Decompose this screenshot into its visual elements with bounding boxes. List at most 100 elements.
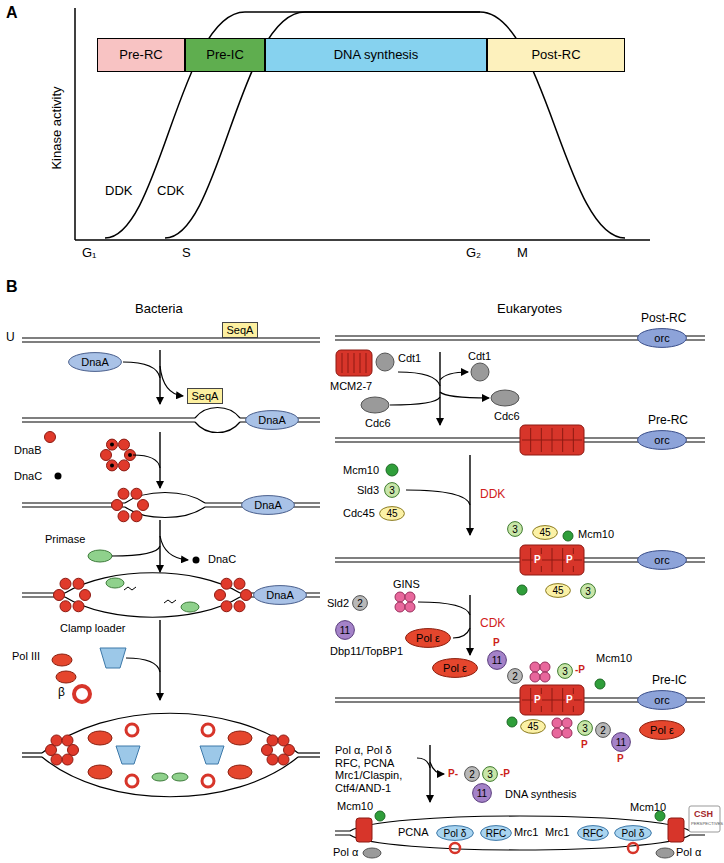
node-label: orc — [654, 694, 669, 706]
protein-oval: 11 — [487, 650, 507, 670]
text-label: Mcm10 — [630, 801, 666, 814]
protein-oval: Pol δ — [614, 825, 652, 841]
primase-icon — [152, 773, 168, 781]
gins-subunit — [562, 728, 572, 738]
mcm-stripe — [354, 353, 355, 373]
helicase-subunit — [131, 511, 142, 522]
helicase-subunit — [101, 450, 112, 461]
pcna-icon — [450, 843, 460, 853]
node-label: 45 — [552, 585, 563, 596]
protein-oval: orc — [637, 430, 687, 450]
node-shape — [558, 664, 573, 679]
protein-oval: 2 — [464, 766, 480, 782]
join-curve — [112, 546, 160, 556]
node-label: 2 — [512, 671, 518, 682]
mcm-helicase — [336, 350, 372, 376]
gins-subunit — [395, 602, 405, 612]
text-label: P- — [448, 768, 458, 780]
node-shape — [483, 767, 498, 782]
node-shape — [473, 784, 492, 803]
replication-bubble — [42, 713, 298, 753]
node-shape — [533, 525, 558, 539]
primase-icon — [106, 578, 124, 588]
protein-oval: 3 — [580, 583, 596, 599]
mcm-stripe — [360, 353, 361, 373]
protein-oval: 11 — [611, 732, 631, 752]
text-label: DDK — [480, 488, 505, 502]
logo-box — [689, 806, 720, 832]
cdc6-icon — [361, 397, 389, 413]
primase-icon — [172, 773, 188, 781]
text-label: G₁ — [82, 246, 97, 261]
dna-strand — [298, 756, 320, 757]
text-label: Mcm10 — [596, 652, 632, 665]
helicase-subunit — [215, 590, 226, 601]
reaction-arrow — [469, 595, 470, 655]
helicase-subunit — [73, 601, 84, 612]
primase-icon — [181, 602, 199, 612]
gins-subunit — [540, 662, 550, 672]
helicase-subunit — [80, 590, 91, 601]
replication-bubble — [65, 573, 240, 593]
helicase-subunit — [118, 488, 129, 499]
dna-strand — [22, 337, 320, 338]
dna-strand — [22, 341, 320, 342]
text-label: CDK — [157, 184, 184, 199]
helicase-subunit — [267, 735, 278, 746]
helicase-subunit — [107, 460, 118, 471]
reaction-arrow — [439, 352, 440, 425]
node-shape — [481, 826, 512, 841]
primase-icon — [88, 550, 112, 562]
text-label: Mcm10 — [578, 528, 614, 541]
text-label: PCNA — [398, 826, 429, 839]
helicase-subunit — [221, 578, 232, 589]
text-label: U — [6, 331, 15, 345]
text-label: DnaC — [14, 470, 42, 483]
text-label: DnaB — [14, 444, 42, 457]
text-label: P — [533, 554, 542, 566]
process-box: SeqA — [187, 388, 223, 404]
mcm-helicase — [356, 818, 372, 842]
mcm-helicase — [668, 818, 684, 842]
protein-oval: 45 — [532, 525, 558, 540]
node-shape — [465, 767, 480, 782]
beta-clamp-icon — [202, 775, 214, 787]
node-shape — [640, 721, 685, 740]
helicase-subunit — [118, 511, 129, 522]
text-label: DnaC — [208, 553, 236, 566]
protein-oval: 45 — [379, 506, 405, 521]
node-shape — [69, 353, 122, 372]
text-label: P — [581, 739, 588, 751]
node-shape — [615, 826, 652, 841]
text-label: Mrc1 — [514, 826, 538, 839]
pcna-icon — [628, 843, 638, 853]
node-label: 45 — [386, 508, 397, 519]
helicase-subunit — [119, 460, 130, 471]
clamp-loader-icon — [116, 746, 140, 764]
gins-subunit — [395, 592, 405, 602]
dna-strand — [22, 417, 195, 418]
dna-strand — [22, 506, 125, 507]
node-label: 3 — [389, 485, 395, 496]
helicase-subunit — [234, 578, 245, 589]
helicase-subunit — [73, 578, 84, 589]
node-label: orc — [654, 434, 669, 446]
helicase-subunit — [119, 439, 130, 450]
node-label: orc — [654, 554, 669, 566]
join-curve — [418, 602, 470, 615]
text-label: DNA synthesis — [505, 788, 577, 801]
node-label: 3 — [585, 586, 591, 597]
node-shape — [406, 629, 451, 648]
protein-oval: 3 — [557, 663, 573, 679]
reaction-arrow — [159, 432, 160, 488]
mcm-stripe — [348, 353, 349, 373]
protein-oval: DnaA — [245, 410, 299, 430]
cdt1-icon — [471, 363, 489, 381]
join-curve — [417, 758, 430, 768]
node-shape — [638, 551, 687, 570]
protein-oval: 3 — [482, 766, 498, 782]
node-label: 2 — [357, 598, 363, 609]
primer — [164, 600, 176, 603]
node-label: Pol ε — [650, 724, 674, 736]
